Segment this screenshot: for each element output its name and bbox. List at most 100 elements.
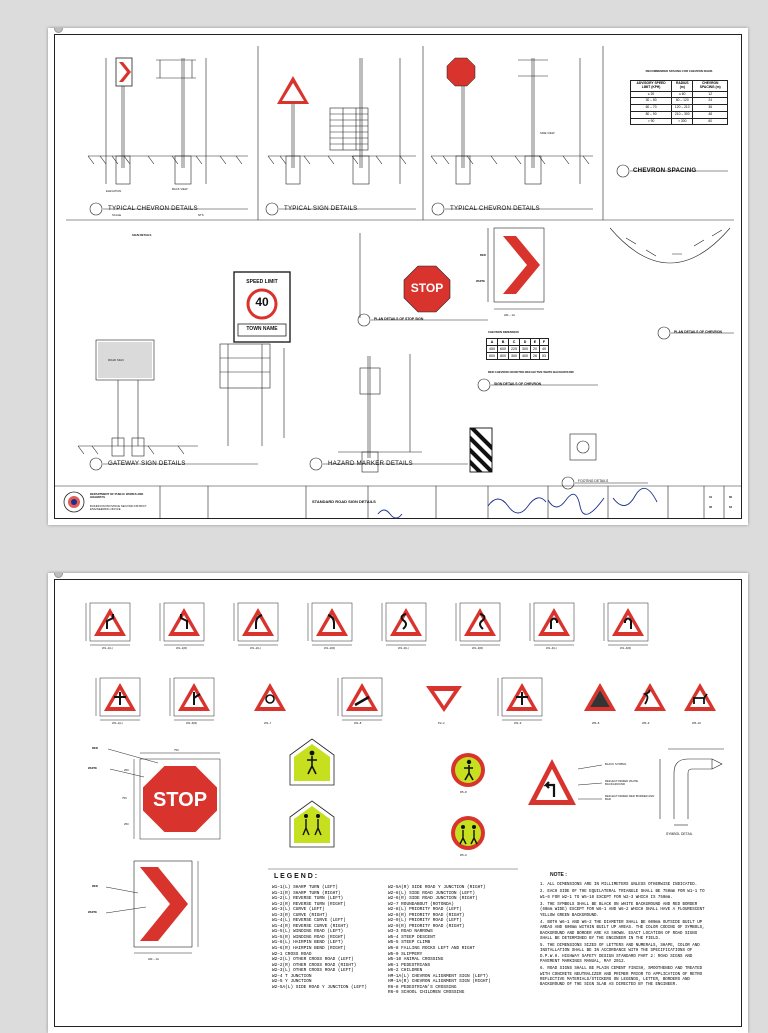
sign-label: R5–8 [460, 790, 467, 794]
dimension-label: 250 [124, 768, 129, 772]
panel-title-hazard: HAZARD MARKER DETAILS [328, 460, 413, 467]
panel-title-chevron-sign: SIGN DETAILS OF CHEVRON [494, 382, 542, 386]
table-cell: 225 [508, 345, 520, 354]
back-view-label: BACK VIEW [172, 187, 188, 191]
set-total: 64 [729, 505, 733, 509]
warning-sign-row-2 [95, 677, 716, 721]
agency-name: DEPARTMENT OF PUBLIC WORKS AND HIGHWAYS [90, 492, 144, 500]
table-header: E [530, 337, 540, 347]
pedestrian-round-sign-icon [451, 753, 485, 787]
sign-label: W1–2(L) [250, 646, 261, 650]
table-header-row: ADVISORY SPEED LIMIT (KPH) RADIUS (m) CH… [629, 80, 728, 92]
legend-item: W2–5A(R) SIDE ROAD Y JUNCTION (RIGHT) [388, 885, 486, 890]
sign-label: W5–10 [692, 721, 701, 725]
legend-item: W6–2 CHILDREN [388, 968, 423, 974]
legend-item: W1–5(R) WINDING ROAD (RIGHT) [272, 934, 346, 940]
sign-label: W1–2(R) [324, 646, 336, 650]
table-cell: 48 [692, 110, 728, 119]
legend-item: W2–2(L) OTHER CROSS ROAD (LEFT) [272, 957, 354, 963]
table-cell: 80 – 90 [629, 110, 673, 119]
legend-item: W1–1(L) SHARP TURN (LEFT) [272, 885, 338, 890]
legend-item: W1–5(L) WINDING ROAD (LEFT) [272, 929, 344, 935]
stop-text: STOP [410, 281, 444, 295]
sign-label: P2–2 [438, 721, 445, 725]
symbol-detail-triangle-icon [528, 759, 603, 805]
legend-item: W1–3(L) CURVE (LEFT) [272, 907, 325, 913]
callout-reflect-red: REFLECTORIZED RED BORDER AND BAR [605, 794, 655, 802]
table-cell: ≤ 20 [629, 90, 673, 99]
sign-label: W5–8 [592, 721, 600, 725]
stop-text-large: STOP [152, 789, 208, 811]
sheet-1-drawings [54, 46, 742, 519]
table-cell: 26 [530, 352, 540, 361]
table-cell: 300 [519, 345, 531, 354]
table-cell: 40 [539, 345, 549, 354]
table-cell: 53 [539, 352, 549, 361]
legend-item: R6–9 SCHOOL CHILDREN CROSSING [388, 990, 465, 996]
table-cell: 600 [486, 352, 498, 361]
table-row: 450 600 225 300 20 40 [486, 345, 549, 354]
table-cell: 300 [508, 352, 520, 361]
speed-limit-value: 40 [255, 295, 269, 309]
legend-column-2: W2–5A(R) SIDE ROAD Y JUNCTION (RIGHT)W2–… [388, 885, 491, 996]
table-cell: 450 [486, 345, 498, 354]
table-cell: > 90 [629, 117, 673, 126]
table-cell: 800 [497, 352, 509, 361]
hm-label: HM – 1A [504, 313, 515, 317]
children-round-sign-icon [451, 816, 485, 850]
stop-sign-plan-icon [403, 265, 451, 313]
legend-item: W6–1 PEDESTRIANS [388, 962, 431, 968]
table-header: F [539, 337, 549, 347]
legend-item: W1–2(R) REVERSE TURN (RIGHT) [272, 901, 346, 907]
red-chevron-note: RED CHEVRON ON RETRO-REFLECTIVE WHITE BA… [488, 370, 574, 374]
chevron-spacing-table: ADVISORY SPEED LIMIT (KPH) RADIUS (m) CH… [629, 80, 728, 126]
legend-item: W2–1 CROSS ROAD [272, 951, 312, 957]
nts-label: NTS [198, 213, 204, 217]
speed-limit-sign-icon [233, 271, 291, 343]
legend-item: HM–1A(L) CHEVRON ALIGNMENT SIGN (LEFT) [388, 973, 489, 979]
table-header: A [486, 337, 498, 347]
legend-item: W2–5 Y JUNCTION [272, 979, 312, 985]
note-item: 5. THE DIMENSIONS SIZES OF LETTERS AND N… [540, 944, 700, 965]
symbol-detail-title: SYMBOL DETAIL [666, 832, 693, 836]
warning-triangle-icon [277, 76, 309, 104]
drawing-sheet-2: W1–1(L) W1–1(R) W1–2(L) W1–2(R) W1–3(L) … [48, 573, 748, 1033]
binder-hole [54, 28, 63, 33]
sign-label: W1–4(L) [546, 646, 557, 650]
sign-label: W2–9 [514, 721, 522, 725]
legend-item: W5–4 STEEP DESCENT [388, 934, 436, 940]
legend-item: W2–6(R) SIDE ROAD JUNCTION (RIGHT) [388, 896, 478, 902]
legend-item: W1–3(R) CURVE (RIGHT) [272, 912, 328, 918]
legend-item: W3–3 ROAD NARROWS [388, 929, 433, 935]
legend-item: W2–2(R) OTHER CROSS ROAD (RIGHT) [272, 962, 357, 968]
sign-label: R5–9 [460, 853, 467, 857]
sheet-border [54, 34, 742, 519]
panel-title-stop-plan: PLAN DETAILS OF STOP SIGN [374, 317, 424, 321]
chevron-sign-large-icon [105, 860, 199, 954]
legend-item: W2–6(L) SIDE ROAD JUNCTION (LEFT) [388, 890, 475, 896]
table-cell: 120 – 210 [671, 104, 694, 112]
hazard-marker-icon [469, 427, 493, 473]
notes-list: 1. ALL DIMENSIONS ARE IN MILLIMETERS UNL… [540, 883, 710, 991]
sheet-total: 02 [709, 505, 713, 509]
gateway-sign-icon [98, 342, 152, 378]
panel-title-chevron-details-2: TYPICAL CHEVRON DETAILS [450, 205, 540, 212]
table-cell: 30 – 50 [629, 97, 673, 106]
dimension-label: 250 [124, 822, 129, 826]
pedestrian-pentagon-sign-icon [289, 738, 335, 786]
legend-item: W1–2(L) REVERSE TURN (LEFT) [272, 896, 344, 902]
callout-black-symbol: BLACK SYMBOL [605, 762, 627, 766]
white-label: WHITE [88, 910, 98, 914]
table-header: C [508, 337, 520, 347]
sheet-title: STANDARD ROAD SIGN DETAILS [312, 499, 376, 504]
white-label: WHITE [476, 279, 486, 283]
sign-label: W5–9 [642, 721, 650, 725]
table-cell: > 300 [671, 117, 694, 126]
dimension-label: 750 [174, 748, 179, 752]
legend-item: W2–3(L) OTHER CROSS ROAD (LEFT) [272, 968, 354, 974]
note-item: 4. BOTH W6–1 AND W6–2 THE DIAMETER SHALL… [540, 920, 705, 941]
panel-title-chevron-plan: PLAN DETAILS OF CHEVRON [674, 330, 722, 334]
